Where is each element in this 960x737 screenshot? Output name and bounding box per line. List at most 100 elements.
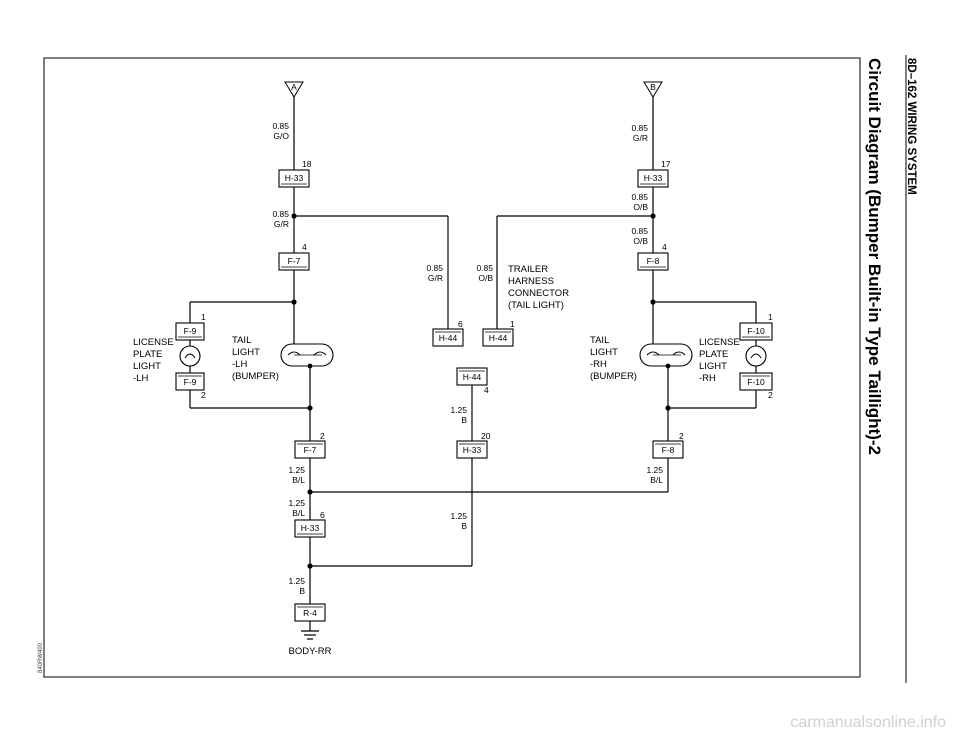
connector-f10-bottom: F-10 (739, 372, 773, 391)
tail-light-lh-bulb-icon (280, 343, 334, 369)
svg-text:1: 1 (510, 319, 515, 329)
svg-text:0.85: 0.85 (426, 263, 443, 273)
license-plate-rh-bulb-icon (745, 345, 767, 367)
svg-text:B: B (461, 415, 467, 425)
svg-text:6: 6 (320, 510, 325, 520)
svg-text:G/R: G/R (428, 273, 443, 283)
svg-text:TAIL: TAIL (590, 335, 609, 346)
diagram-frame (43, 57, 861, 678)
svg-text:H-33: H-33 (285, 173, 304, 183)
connector-h33-b: H-33 (637, 169, 669, 188)
svg-text:O/B: O/B (633, 202, 648, 212)
svg-text:F-9: F-9 (184, 377, 197, 387)
svg-text:G/R: G/R (274, 219, 289, 229)
svg-text:1.25: 1.25 (450, 511, 467, 521)
svg-text:O/B: O/B (478, 273, 493, 283)
svg-text:F-10: F-10 (747, 326, 765, 336)
connector-h44-a: H-44 (432, 328, 464, 347)
svg-text:F-7: F-7 (304, 445, 317, 455)
svg-text:H-44: H-44 (463, 372, 482, 382)
svg-text:H-33: H-33 (644, 173, 663, 183)
svg-text:R-4: R-4 (303, 608, 317, 618)
tail-light-rh-bulb-icon (639, 343, 693, 369)
connector-f8-bottom: F-8 (652, 440, 684, 459)
source-a-label: A (291, 82, 297, 92)
svg-text:H-44: H-44 (439, 333, 458, 343)
svg-text:LIGHT: LIGHT (133, 361, 161, 372)
connector-f10-top: F-10 (739, 322, 773, 341)
license-plate-lh-label: LICENSE PLATE LIGHT -LH (133, 337, 174, 384)
svg-text:-RH: -RH (699, 373, 716, 384)
svg-text:H-33: H-33 (463, 445, 482, 455)
connector-f7-bottom: F-7 (294, 440, 326, 459)
svg-text:PLATE: PLATE (133, 349, 162, 360)
svg-text:G/R: G/R (633, 133, 648, 143)
wire-labels: 0.85 G/O 0.85 G/R 0.85 G/R 0.85 O/B 0.85… (272, 121, 663, 596)
tail-light-lh-label: TAIL LIGHT -LH (BUMPER) (232, 335, 279, 382)
figure-code: 840RW400 (38, 642, 44, 673)
connector-h33-d: H-33 (294, 519, 326, 538)
watermark: carmanualsonline.info (790, 714, 946, 731)
connector-h44-b: H-44 (482, 328, 514, 347)
svg-text:0.85: 0.85 (631, 123, 648, 133)
svg-text:CONNECTOR: CONNECTOR (508, 288, 569, 299)
svg-text:LICENSE: LICENSE (699, 337, 740, 348)
svg-text:1.25: 1.25 (288, 498, 305, 508)
connector-h44-c: H-44 (456, 367, 488, 386)
svg-text:F-10: F-10 (747, 377, 765, 387)
svg-text:TRAILER: TRAILER (508, 264, 548, 275)
svg-text:F-7: F-7 (288, 256, 301, 266)
svg-text:-LH: -LH (133, 373, 148, 384)
svg-text:(TAIL LIGHT): (TAIL LIGHT) (508, 300, 564, 311)
svg-text:LICENSE: LICENSE (133, 337, 174, 348)
svg-text:B: B (299, 586, 305, 596)
svg-text:0.85: 0.85 (631, 226, 648, 236)
svg-text:2: 2 (201, 390, 206, 400)
connector-f8-top: F-8 (637, 252, 669, 271)
svg-text:17: 17 (661, 159, 671, 169)
svg-text:(BUMPER): (BUMPER) (590, 371, 637, 382)
section-header: 8D–162 WIRING SYSTEM (905, 58, 917, 195)
svg-text:-RH: -RH (590, 359, 607, 370)
svg-text:-LH: -LH (232, 359, 247, 370)
svg-text:0.85: 0.85 (631, 192, 648, 202)
svg-text:1.25: 1.25 (288, 576, 305, 586)
svg-text:4: 4 (662, 242, 667, 252)
svg-text:HARNESS: HARNESS (508, 276, 554, 287)
svg-text:F-9: F-9 (184, 326, 197, 336)
page-title: Circuit Diagram (Bumper Built-in Type Ta… (865, 58, 884, 455)
svg-text:LIGHT: LIGHT (699, 361, 727, 372)
tail-light-rh-label: TAIL LIGHT -RH (BUMPER) (590, 335, 637, 382)
junction-dots (291, 213, 671, 569)
svg-text:0.85: 0.85 (272, 209, 289, 219)
svg-text:1: 1 (768, 312, 773, 322)
connector-f9-bottom: F-9 (175, 372, 205, 391)
svg-text:B: B (461, 521, 467, 531)
connector-h33-a: H-33 (278, 169, 310, 188)
trailer-connector-label: TRAILER HARNESS CONNECTOR (TAIL LIGHT) (508, 264, 569, 311)
svg-text:F-8: F-8 (647, 256, 660, 266)
svg-text:20: 20 (481, 431, 491, 441)
svg-text:18: 18 (302, 159, 312, 169)
license-plate-rh-label: LICENSE PLATE LIGHT -RH (699, 337, 740, 384)
svg-text:4: 4 (484, 385, 489, 395)
svg-text:H-33: H-33 (301, 523, 320, 533)
svg-text:TAIL: TAIL (232, 335, 251, 346)
svg-text:LIGHT: LIGHT (232, 347, 260, 358)
pin-numbers: 18 17 4 4 1 1 2 2 6 1 4 2 20 2 6 (201, 159, 773, 520)
svg-text:1.25: 1.25 (288, 465, 305, 475)
source-a: A (284, 81, 304, 98)
connector-f7-top: F-7 (278, 252, 310, 271)
svg-text:2: 2 (768, 390, 773, 400)
svg-text:B/L: B/L (650, 475, 663, 485)
svg-text:1.25: 1.25 (450, 405, 467, 415)
source-b: B (643, 81, 663, 98)
svg-text:B/L: B/L (292, 508, 305, 518)
ground-label: BODY-RR (289, 646, 332, 657)
svg-text:0.85: 0.85 (272, 121, 289, 131)
svg-text:H-44: H-44 (489, 333, 508, 343)
svg-text:2: 2 (320, 431, 325, 441)
connector-h33-c: H-33 (456, 440, 488, 459)
svg-text:F-8: F-8 (662, 445, 675, 455)
